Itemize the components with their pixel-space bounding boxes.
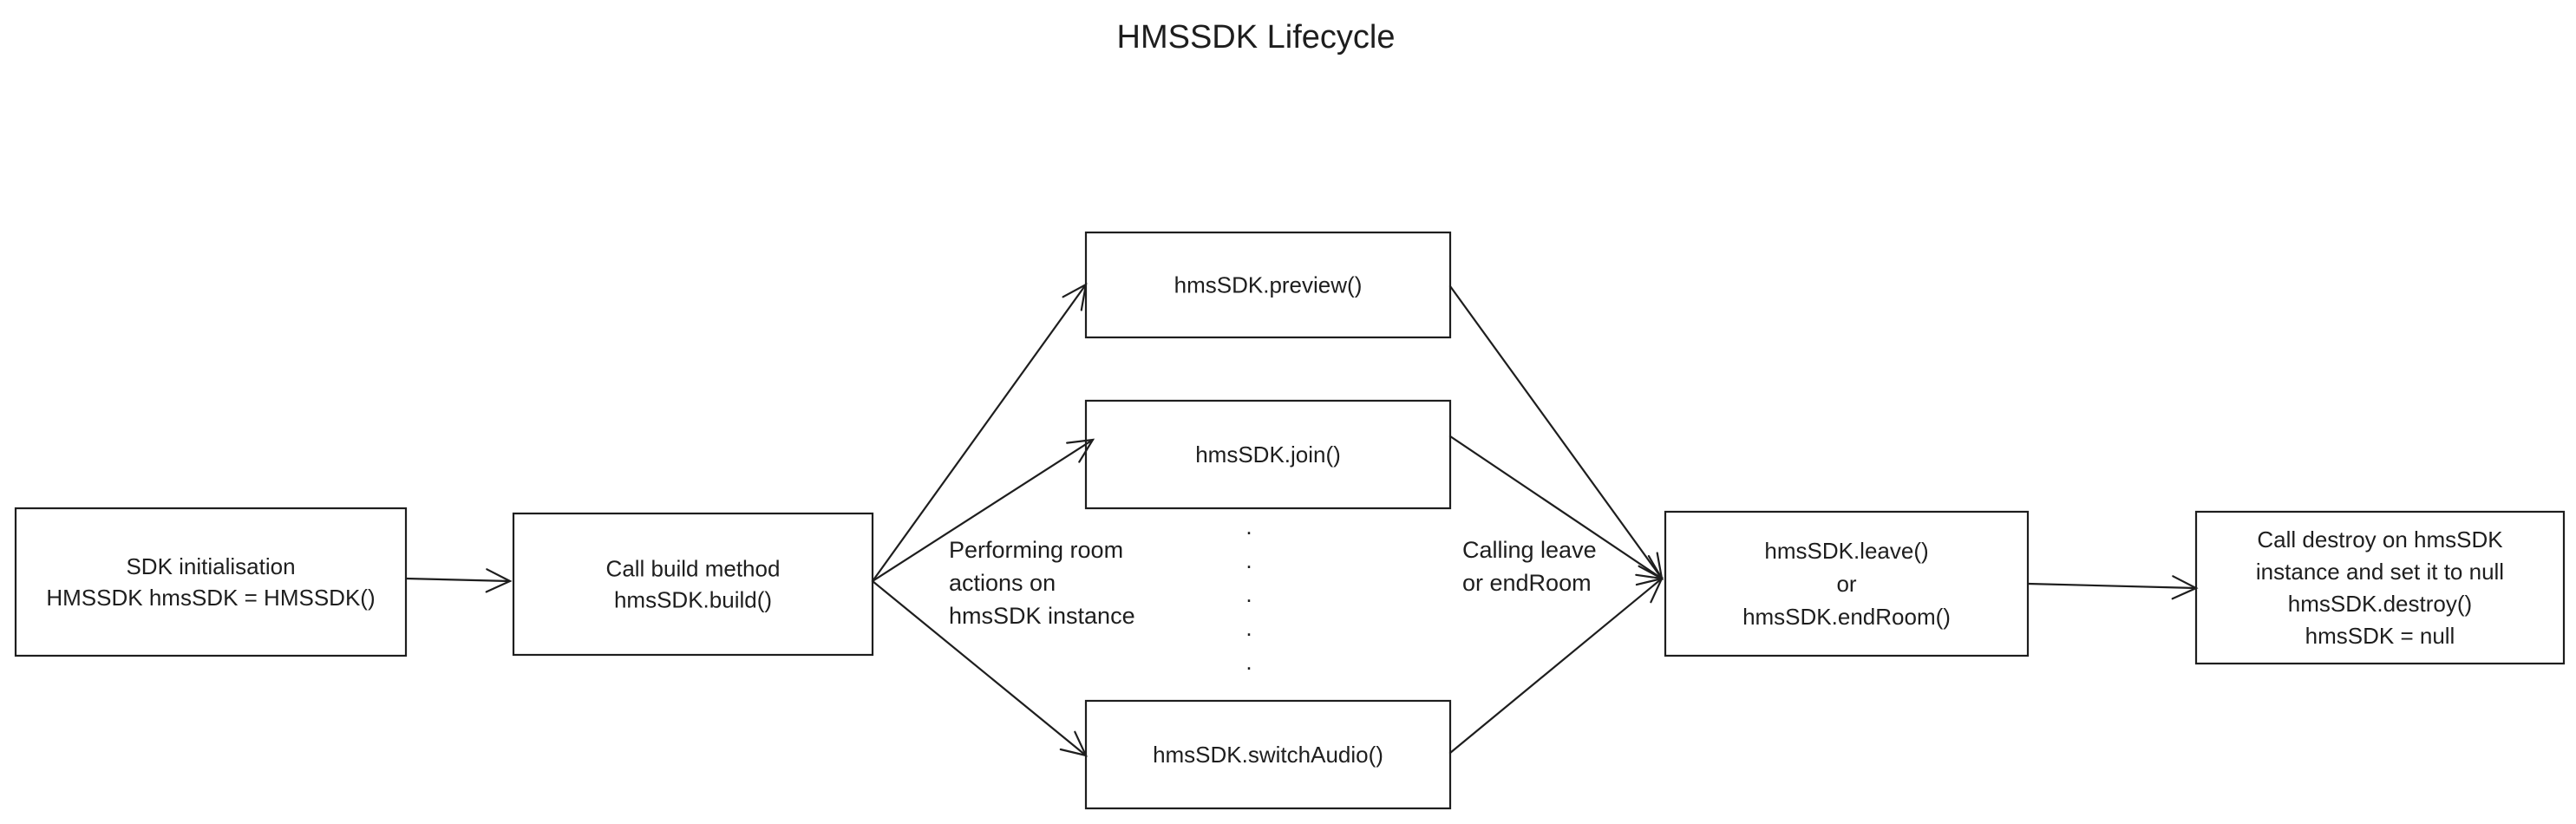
node-label-line: Call build method bbox=[606, 556, 781, 582]
edge-init-to-build bbox=[404, 568, 513, 593]
edge-switchAudio-to-leave bbox=[1448, 577, 1664, 755]
node-label-line: hmsSDK = null bbox=[2305, 623, 2455, 649]
node-label-line: hmsSDK.switchAudio() bbox=[1153, 742, 1383, 768]
edge-label-line: actions on bbox=[949, 570, 1056, 596]
node-build: Call build method hmsSDK.build() bbox=[512, 512, 874, 657]
edge-label-line: or endRoom bbox=[1462, 570, 1592, 596]
node-box bbox=[1084, 399, 1452, 510]
node-destroy: Call destroy on hmsSDK instance and set i… bbox=[2194, 510, 2566, 665]
node-box bbox=[1084, 231, 1452, 339]
ellipsis-dot: . bbox=[1246, 513, 1252, 540]
ellipsis-dot: . bbox=[1246, 547, 1252, 573]
edge-line bbox=[871, 283, 1088, 583]
arrowhead bbox=[1635, 577, 1664, 604]
edge-line bbox=[1448, 577, 1664, 755]
node-box bbox=[14, 507, 408, 657]
edge-label-calling-leave: Calling leave or endRoom bbox=[1462, 537, 1597, 596]
arrowhead bbox=[1066, 438, 1095, 463]
node-leave: hmsSDK.leave() or hmsSDK.endRoom() bbox=[1664, 510, 2030, 657]
node-label-line: instance and set it to null bbox=[2256, 559, 2504, 585]
edge-line bbox=[2026, 582, 2198, 590]
edge-line bbox=[404, 577, 512, 583]
node-label-line: Call destroy on hmsSDK bbox=[2257, 526, 2503, 553]
ellipsis-dot: . bbox=[1246, 615, 1252, 641]
node-box bbox=[512, 512, 874, 657]
node-label-line: HMSSDK hmsSDK = HMSSDK() bbox=[46, 585, 375, 611]
arrowhead bbox=[485, 568, 513, 593]
ellipsis-dot: . bbox=[1246, 649, 1252, 675]
vertical-ellipsis: ..... bbox=[1246, 513, 1252, 675]
node-label-line: or bbox=[1836, 571, 1856, 597]
node-label-line: hmsSDK.destroy() bbox=[2288, 591, 2472, 617]
node-label-line: hmsSDK.leave() bbox=[1764, 538, 1928, 564]
node-label-line: hmsSDK.preview() bbox=[1174, 272, 1363, 298]
ellipsis-dot: . bbox=[1246, 581, 1252, 607]
node-label-line: hmsSDK.endRoom() bbox=[1742, 604, 1951, 630]
node-label-line: hmsSDK.join() bbox=[1195, 441, 1341, 468]
edge-line bbox=[1448, 435, 1664, 580]
edge-line bbox=[1448, 284, 1664, 580]
edge-label-line: Calling leave bbox=[1462, 537, 1597, 563]
node-switchAudio: hmsSDK.switchAudio() bbox=[1084, 699, 1452, 810]
edge-leave-to-destroy bbox=[2026, 575, 2199, 600]
edges-layer bbox=[404, 282, 2199, 757]
edge-label-room-actions: Performing room actions on hmsSDK instance bbox=[949, 537, 1135, 629]
node-label-line: SDK initialisation bbox=[126, 553, 295, 579]
edge-preview-to-leave bbox=[1448, 284, 1664, 581]
diagram-title: HMSSDK Lifecycle bbox=[1117, 19, 1396, 56]
node-join: hmsSDK.join() bbox=[1084, 399, 1452, 510]
labels-layer: Performing room actions on hmsSDK instance… bbox=[949, 513, 1597, 675]
edge-label-line: Performing room bbox=[949, 537, 1123, 563]
node-label-line: hmsSDK.build() bbox=[614, 587, 772, 613]
node-box bbox=[2194, 510, 2566, 665]
edge-label-line: hmsSDK instance bbox=[949, 603, 1135, 629]
node-preview: hmsSDK.preview() bbox=[1084, 231, 1452, 339]
edge-line bbox=[871, 579, 1088, 757]
edge-build-to-join bbox=[871, 438, 1095, 583]
node-box bbox=[1664, 510, 2030, 657]
edge-line bbox=[871, 438, 1095, 583]
node-box bbox=[1084, 699, 1452, 810]
